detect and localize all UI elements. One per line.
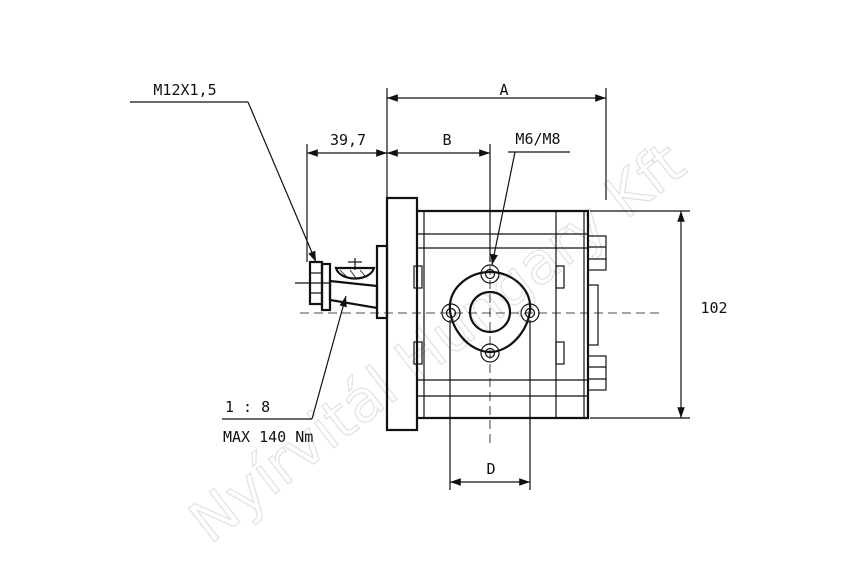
dimension-d: D (449, 320, 531, 490)
shaft-assembly (295, 258, 379, 312)
rear-bolt-bottom (587, 355, 607, 391)
port-bore (468, 290, 512, 334)
rear-bolt-top (587, 235, 607, 271)
shaft-nut (308, 260, 324, 306)
pump-body (300, 196, 660, 445)
dim-d-label: D (486, 460, 495, 478)
dimension-102: 102 (590, 210, 728, 419)
thread-label: M12X1,5 (153, 81, 216, 99)
torque-label: MAX 140 Nm (223, 428, 313, 446)
thread-callout: M12X1,5 (130, 81, 317, 263)
dimension-b: B (387, 131, 491, 262)
mount-thread-label: M6/M8 (515, 130, 560, 148)
tapered-shaft (328, 279, 379, 310)
dim-39-7-label: 39,7 (330, 131, 366, 149)
washer (320, 262, 332, 312)
dim-a-label: A (499, 81, 508, 99)
woodruff-key (334, 266, 376, 280)
mount-thread-callout: M6/M8 (490, 130, 570, 266)
dimension-a: A (386, 81, 607, 200)
dim-102-label: 102 (700, 299, 727, 317)
taper-callout: 1 : 8 MAX 140 Nm (222, 295, 347, 446)
dimension-39-7: 39,7 (306, 131, 387, 262)
flange-boss (375, 244, 389, 320)
dim-b-label: B (442, 131, 451, 149)
watermark-text: Nyírvitál Hungary Kft (177, 129, 697, 556)
taper-label: 1 : 8 (225, 398, 270, 416)
